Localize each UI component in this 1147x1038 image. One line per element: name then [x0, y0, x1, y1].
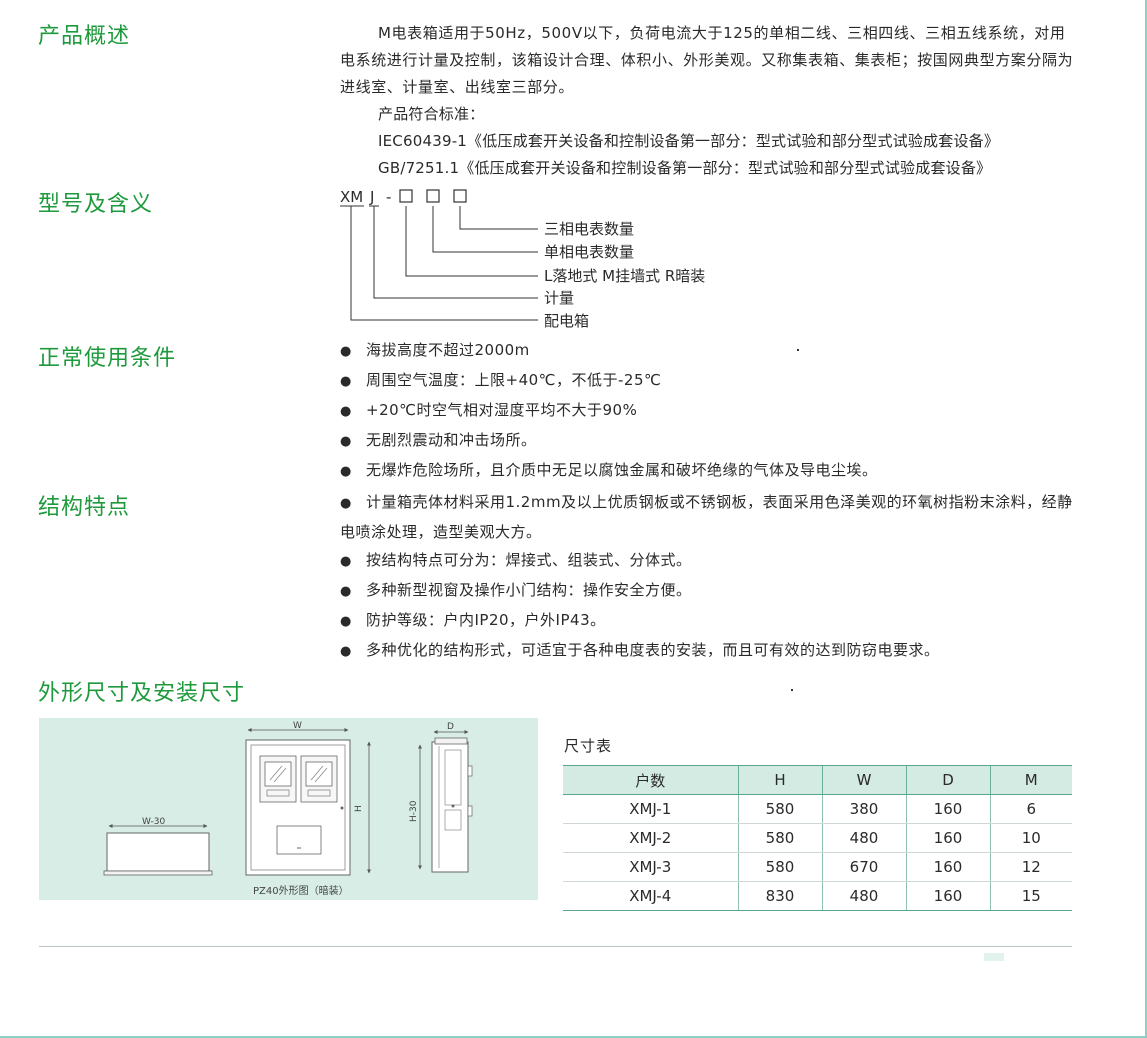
- section-title-structure: 结构特点: [38, 495, 131, 520]
- front-view: W H: [245, 721, 371, 876]
- table-cell: 580: [737, 794, 822, 824]
- dimension-table: 户数 H W D M XMJ-1 580 380 160 6 XMJ-2 580…: [563, 765, 1072, 911]
- table-cell: 6: [989, 794, 1072, 824]
- table-header-cell: H: [737, 765, 822, 795]
- standard-gb: GB/7251.1《低压成套开关设备和控制设备第一部分：型式试验和部分型式试验成…: [378, 159, 992, 177]
- legend-install-type: L落地式 M挂墙式 R暗装: [544, 267, 705, 285]
- dim-h30-label: H-30: [409, 800, 419, 822]
- section-title-dimensions: 外形尺寸及安装尺寸: [38, 681, 246, 706]
- legend-distribution-box: 配电箱: [544, 312, 589, 330]
- code-xm: XM: [340, 188, 363, 206]
- page-frame-right: [1145, 0, 1147, 1038]
- bullet-icon: ●: [340, 496, 352, 511]
- table-cell: XMJ-2: [563, 823, 738, 853]
- table-cell: 830: [737, 881, 822, 911]
- table-cell: 580: [737, 852, 822, 882]
- code-box-install: [399, 189, 413, 203]
- overview-paragraph: M电表箱适用于50Hz，500V以下，负荷电流大于125的单相二线、三相四线、三…: [340, 24, 1074, 96]
- list-item: ●多种新型视窗及操作小门结构：操作安全方便。: [340, 576, 1080, 606]
- code-j: J: [369, 188, 374, 206]
- dim-d-label: D: [447, 722, 454, 732]
- conditions-list: ●海拔高度不超过2000m ●周围空气温度：上限+40℃，不低于-25℃ ●+2…: [340, 336, 1080, 486]
- bullet-icon: ●: [340, 374, 352, 389]
- list-item: ●海拔高度不超过2000m: [340, 336, 1080, 366]
- table-cell: XMJ-1: [563, 794, 738, 824]
- table-cell: 160: [905, 881, 990, 911]
- table-cell: 160: [905, 823, 990, 853]
- list-item: ●防护等级：户内IP20，户外IP43。: [340, 606, 1080, 636]
- outline-drawing: W-30 W H: [103, 721, 473, 897]
- table-cell: 580: [737, 823, 822, 853]
- legend-metering: 计量: [544, 289, 574, 307]
- table-cell: 480: [821, 881, 906, 911]
- conditions-list-wrap: ●海拔高度不超过2000m ●周围空气温度：上限+40℃，不低于-25℃ ●+2…: [340, 336, 1080, 486]
- table-header-cell: M: [989, 765, 1072, 795]
- table-cell: 670: [821, 852, 906, 882]
- dim-h-label: H: [354, 805, 364, 812]
- code-box-three: [453, 189, 467, 203]
- side-view: D H-30: [409, 722, 473, 873]
- code-dash: -: [386, 188, 391, 206]
- section-title-overview: 产品概述: [38, 24, 131, 49]
- table-header-row: 户数 H W D M: [563, 765, 1072, 795]
- bullet-icon: ●: [340, 554, 352, 569]
- table-row: XMJ-2 580 480 160 10: [563, 823, 1072, 853]
- outline-drawing-panel: W-30 W H: [39, 718, 538, 900]
- table-cell: 10: [989, 823, 1072, 853]
- table-cell: 480: [821, 823, 906, 853]
- decorative-dot: [791, 689, 793, 691]
- standard-iec: IEC60439-1《低压成套开关设备和控制设备第一部分：型式试验和部分型式试验…: [378, 132, 1000, 150]
- legend-single-phase: 单相电表数量: [544, 243, 634, 261]
- bullet-icon: ●: [340, 404, 352, 419]
- footer-divider: [39, 946, 1072, 947]
- table-cell: 12: [989, 852, 1072, 882]
- overview-body: M电表箱适用于50Hz，500V以下，负荷电流大于125的单相二线、三相四线、三…: [340, 20, 1080, 182]
- model-code-diagram: XM J - 三相电表数量 单相电表数量 L落地式 M挂墙式 R暗装 计量 配电…: [340, 188, 705, 330]
- table-header-cell: W: [821, 765, 906, 795]
- list-item: ●多种优化的结构形式，可适宜于各种电度表的安装，而且可有效的达到防窃电要求。: [340, 636, 1080, 666]
- table-header-cell: 户数: [563, 765, 738, 795]
- table-cell: 160: [905, 794, 990, 824]
- section-title-model: 型号及含义: [38, 192, 154, 217]
- decorative-mark: [984, 953, 1004, 961]
- structure-list-wrap: ●计量箱壳体材料采用1.2mm及以上优质钢板或不锈钢板，表面采用色泽美观的环氧树…: [340, 488, 1080, 666]
- bullet-icon: ●: [340, 584, 352, 599]
- decorative-dot: [797, 349, 799, 351]
- dim-w30-label: W-30: [142, 817, 166, 827]
- list-item: ●无剧烈震动和冲击场所。: [340, 426, 1080, 456]
- table-cell: 15: [989, 881, 1072, 911]
- list-item: ●+20℃时空气相对湿度平均不大于90%: [340, 396, 1080, 426]
- bullet-icon: ●: [340, 344, 352, 359]
- bullet-icon: ●: [340, 644, 352, 659]
- table-row: XMJ-3 580 670 160 12: [563, 852, 1072, 882]
- structure-list: ●计量箱壳体材料采用1.2mm及以上优质钢板或不锈钢板，表面采用色泽美观的环氧树…: [340, 488, 1080, 666]
- standards-label: 产品符合标准：: [378, 105, 485, 123]
- list-item: ●计量箱壳体材料采用1.2mm及以上优质钢板或不锈钢板，表面采用色泽美观的环氧树…: [340, 488, 1080, 546]
- table-cell: 380: [821, 794, 906, 824]
- table-row: XMJ-4 830 480 160 15: [563, 881, 1072, 911]
- page-frame-bottom: [0, 1036, 1147, 1038]
- bullet-icon: ●: [340, 434, 352, 449]
- dimension-table-caption: 尺寸表: [564, 737, 613, 755]
- legend-three-phase: 三相电表数量: [544, 220, 634, 238]
- drawing-caption: PZ40外形图（暗装）: [253, 884, 349, 897]
- table-header-cell: D: [905, 765, 990, 795]
- table-cell: XMJ-3: [563, 852, 738, 882]
- code-leader-lines: [340, 205, 538, 321]
- list-item: ●周围空气温度：上限+40℃，不低于-25℃: [340, 366, 1080, 396]
- table-cell: XMJ-4: [563, 881, 738, 911]
- bullet-icon: ●: [340, 464, 352, 479]
- table-row: XMJ-1 580 380 160 6: [563, 794, 1072, 824]
- recessed-box-view: W-30: [103, 817, 213, 876]
- table-cell: 160: [905, 852, 990, 882]
- list-item: ●按结构特点可分为：焊接式、组装式、分体式。: [340, 546, 1080, 576]
- bullet-icon: ●: [340, 614, 352, 629]
- code-box-single: [426, 189, 440, 203]
- list-item: ●无爆炸危险场所，且介质中无足以腐蚀金属和破坏绝缘的气体及导电尘埃。: [340, 456, 1080, 486]
- dim-w-label: W: [293, 721, 302, 731]
- section-title-conditions: 正常使用条件: [38, 346, 177, 371]
